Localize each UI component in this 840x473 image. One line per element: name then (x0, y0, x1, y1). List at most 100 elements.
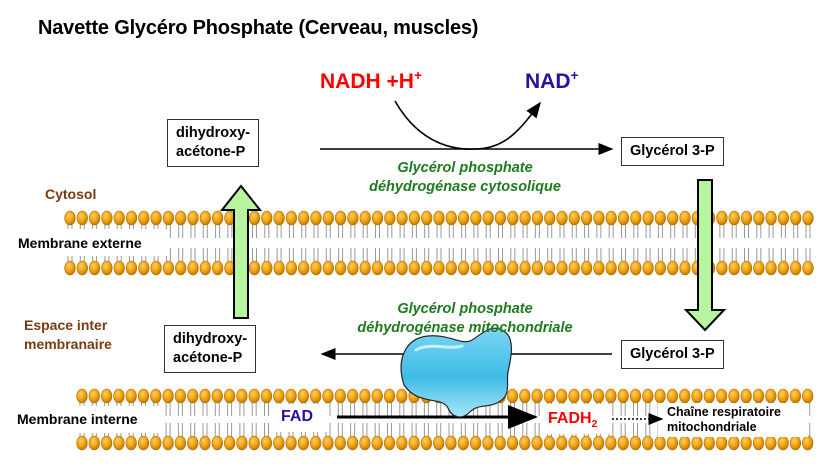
lipid-head (137, 388, 150, 404)
lipid-head (765, 435, 777, 451)
lipid-tail (227, 423, 233, 437)
lipid-tail (399, 224, 405, 238)
lipid-tail (584, 248, 590, 262)
lipid-head (347, 260, 359, 276)
lipid-tail (744, 248, 749, 262)
lipid-tail (448, 423, 454, 437)
lipid-head (679, 210, 691, 226)
lipid-tail (264, 224, 270, 238)
lipid-head (556, 210, 568, 226)
lipid-head (334, 435, 346, 451)
lipid-head (519, 435, 531, 451)
lipid-tail (645, 423, 651, 437)
respiratory-chain-line1: Chaîne respiratoire (667, 405, 781, 419)
lipid-head (580, 435, 592, 451)
lipid-tail (214, 423, 220, 437)
lipid-head (494, 210, 507, 226)
lipid-tail (670, 224, 676, 238)
fadh2-label: FADH2 (548, 410, 597, 430)
lipid-tail (202, 224, 208, 238)
lipid-head (174, 388, 186, 404)
lipid-tail (608, 224, 614, 238)
lipid-head (568, 210, 580, 226)
lipid-head (396, 435, 408, 451)
lipid-head (297, 435, 310, 451)
lipid-head (138, 260, 150, 276)
lipid-head (482, 435, 494, 451)
lipid-head (150, 260, 162, 276)
lipid-head (790, 260, 802, 276)
lipid-head (728, 435, 740, 451)
lipid-head (199, 260, 211, 276)
mitochondrial-enzyme-line2: déhydrogénase mitochondriale (357, 320, 573, 336)
lipid-head (64, 260, 76, 276)
lipid-head (605, 260, 617, 276)
lipid-tail (423, 423, 429, 437)
fadh-text: FADH (548, 410, 592, 427)
lipid-head (211, 388, 223, 404)
lipid-tail (436, 423, 442, 437)
nad-label: NAD+ (525, 68, 578, 94)
lipid-tail (350, 402, 356, 416)
intermembrane-line2: membranaire (24, 336, 112, 352)
lipid-head (592, 435, 605, 451)
lipid-head (174, 435, 186, 451)
lipid-head (236, 388, 248, 404)
lipid-tail (731, 248, 737, 262)
lipid-head (212, 210, 224, 226)
lipid-head (150, 388, 162, 404)
lipid-head (248, 388, 260, 404)
lipid-tail (473, 423, 479, 437)
lipid-tail (793, 248, 799, 262)
lipid-head (592, 388, 605, 404)
lipid-head (728, 388, 740, 404)
lipid-head (322, 388, 334, 404)
lipid-tail (621, 224, 626, 238)
lipid-head (617, 388, 629, 404)
dhap-top-line1: dihydroxy- (176, 125, 251, 141)
lipid-head (125, 210, 138, 226)
lipid-tail (805, 224, 811, 238)
lipid-head (506, 435, 519, 451)
lipid-head (421, 210, 433, 226)
lipid-head (629, 435, 642, 451)
lipid-tail (411, 423, 417, 437)
lipid-tail (510, 402, 515, 416)
dhap-top-line2: acétone-P (176, 144, 246, 160)
lipid-tail (215, 224, 221, 238)
lipid-head (273, 388, 285, 404)
lipid-head (531, 210, 544, 226)
lipid-tail (313, 248, 319, 262)
protein-highlight (414, 344, 464, 352)
lipid-head (482, 210, 494, 226)
lipid-head (371, 210, 384, 226)
lipid-tail (178, 248, 184, 262)
lipid-tail (608, 248, 614, 262)
lipid-tail (350, 423, 356, 437)
lipid-head (383, 435, 396, 451)
lipid-head (396, 260, 408, 276)
lipid-head (88, 435, 100, 451)
lipid-tail (190, 423, 196, 437)
lipid-tail (534, 402, 540, 416)
lipid-head (470, 260, 482, 276)
lipid-tail (522, 224, 528, 238)
lipid-tail (510, 248, 516, 262)
lipid-head (506, 388, 519, 404)
lipid-tail (338, 248, 344, 262)
lipid-head (384, 210, 396, 226)
lipid-tail (436, 402, 442, 416)
lipid-head (556, 435, 568, 451)
lipid-head (593, 210, 605, 226)
lipid-head (211, 435, 223, 451)
cytosolic-enzyme-line2: déhydrogénase cytosolique (369, 179, 561, 195)
lipid-head (629, 388, 642, 404)
lipid-head (76, 210, 88, 226)
lipid-head (654, 435, 666, 451)
lipid-head (273, 210, 285, 226)
lipid-tail (165, 402, 171, 416)
lipid-head (175, 210, 187, 226)
lipid-head (88, 210, 101, 226)
lipid-tail (411, 224, 417, 238)
